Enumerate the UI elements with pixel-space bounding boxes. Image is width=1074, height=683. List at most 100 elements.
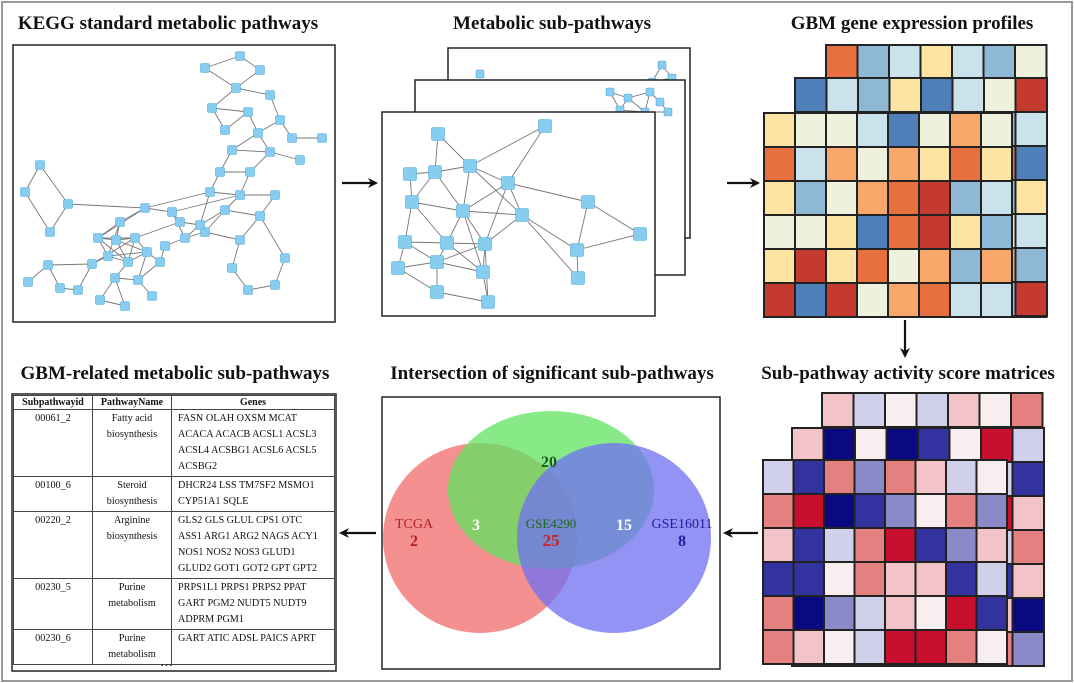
heatmap-cell [1016, 215, 1046, 247]
heatmap-cell [916, 597, 945, 629]
network-edge [462, 165, 471, 212]
network-node [431, 127, 445, 141]
venn-label-tcga: TCGA [395, 517, 434, 532]
venn-label-gse16011: GSE16011 [652, 517, 713, 532]
network-node [155, 257, 165, 267]
network-node [428, 165, 442, 179]
heatmap-cell [920, 250, 949, 282]
heatmap-layer [763, 112, 1013, 318]
heatmap-cell [794, 461, 823, 493]
network-edge [47, 263, 93, 266]
heatmap-cell [827, 148, 856, 180]
heatmap-cell [916, 461, 945, 493]
network-edge [204, 67, 237, 89]
sub-pathway-front-graph [391, 119, 647, 309]
network-node [243, 285, 253, 295]
network-node [115, 217, 125, 227]
venn-count-gse16011-only: 8 [678, 533, 686, 550]
network-node [123, 257, 133, 267]
heatmap-cell [827, 79, 857, 111]
network-node [581, 195, 595, 209]
kegg-network-panel [12, 44, 336, 323]
title-gbm-expression: GBM gene expression profiles [791, 13, 1034, 34]
network-node [35, 160, 45, 170]
heatmap-cell [951, 250, 980, 282]
heatmap-cell [858, 182, 887, 214]
network-node [220, 205, 230, 215]
network-node [245, 167, 255, 177]
heatmap-cell [982, 148, 1011, 180]
heatmap-cell [827, 250, 856, 282]
network-node [476, 265, 490, 279]
network-node [43, 260, 53, 270]
heatmap-cell [916, 563, 945, 595]
heatmap-cell [825, 495, 854, 527]
heatmap-cell [977, 631, 1006, 663]
network-node [180, 233, 190, 243]
venn-diagram: TCGA 2 20 3 15 GSE4290 25 GSE16011 8 [383, 411, 712, 633]
cell-subpathwayid: 00230_6 [13, 629, 93, 665]
title-intersection: Intersection of significant sub-pathways [390, 363, 714, 384]
heatmap-cell [985, 79, 1015, 111]
network-node [205, 187, 215, 197]
network-node [227, 263, 237, 273]
cell-subpathwayid: 00230_5 [13, 578, 93, 630]
table-header-row: Subpathwayid PathwayName Genes [13, 395, 335, 410]
heatmap-cell [796, 79, 826, 111]
network-node [287, 133, 297, 143]
heatmap-cell [920, 148, 949, 180]
heatmap-cell [858, 284, 887, 316]
heatmap-cell [764, 529, 793, 561]
network-edge [39, 164, 69, 205]
heatmap-cell [1013, 565, 1043, 597]
network-edge [587, 201, 641, 235]
network-edge [469, 125, 546, 167]
heatmap-cell [794, 495, 823, 527]
network-edge [259, 215, 286, 259]
network-node [253, 128, 263, 138]
network-node [93, 233, 103, 243]
title-activity-matrices: Sub-pathway activity score matrices [761, 363, 1055, 384]
heatmap-cell [793, 429, 823, 461]
heatmap-cell [765, 284, 794, 316]
network-edge [484, 182, 509, 245]
network-node [130, 233, 140, 243]
heatmap-cell [890, 79, 920, 111]
network-edge [521, 214, 579, 279]
heatmap-cell [947, 529, 976, 561]
heatmap-cell [764, 597, 793, 629]
network-node [605, 87, 615, 97]
heatmap-cell [977, 529, 1006, 561]
network-node [655, 97, 665, 107]
heatmap-cell [916, 495, 945, 527]
table-panel-border [11, 393, 337, 672]
heatmap-cell [982, 182, 1011, 214]
heatmap-cell [922, 79, 952, 111]
heatmap-cell [854, 394, 884, 426]
network-node [515, 208, 529, 222]
heatmap-cell [855, 529, 884, 561]
heatmap-cell [947, 631, 976, 663]
kegg-network-graph [20, 51, 327, 311]
network-node [167, 207, 177, 217]
heatmap-cell [855, 495, 884, 527]
heatmap-cell [796, 250, 825, 282]
network-node [140, 203, 150, 213]
heatmap-cell [951, 114, 980, 146]
activity-heatmaps [762, 392, 1045, 667]
table-ellipsis: … [160, 654, 173, 669]
heatmap-cell [765, 250, 794, 282]
network-edge [462, 182, 509, 212]
network-edge [115, 239, 148, 253]
heatmap-cell [1016, 79, 1046, 111]
heatmap-cell [858, 46, 888, 78]
heatmap-cell [1016, 113, 1046, 145]
heatmap-cell [858, 114, 887, 146]
network-edge [204, 55, 241, 69]
network-edge [269, 151, 301, 161]
heatmap-cell [825, 563, 854, 595]
